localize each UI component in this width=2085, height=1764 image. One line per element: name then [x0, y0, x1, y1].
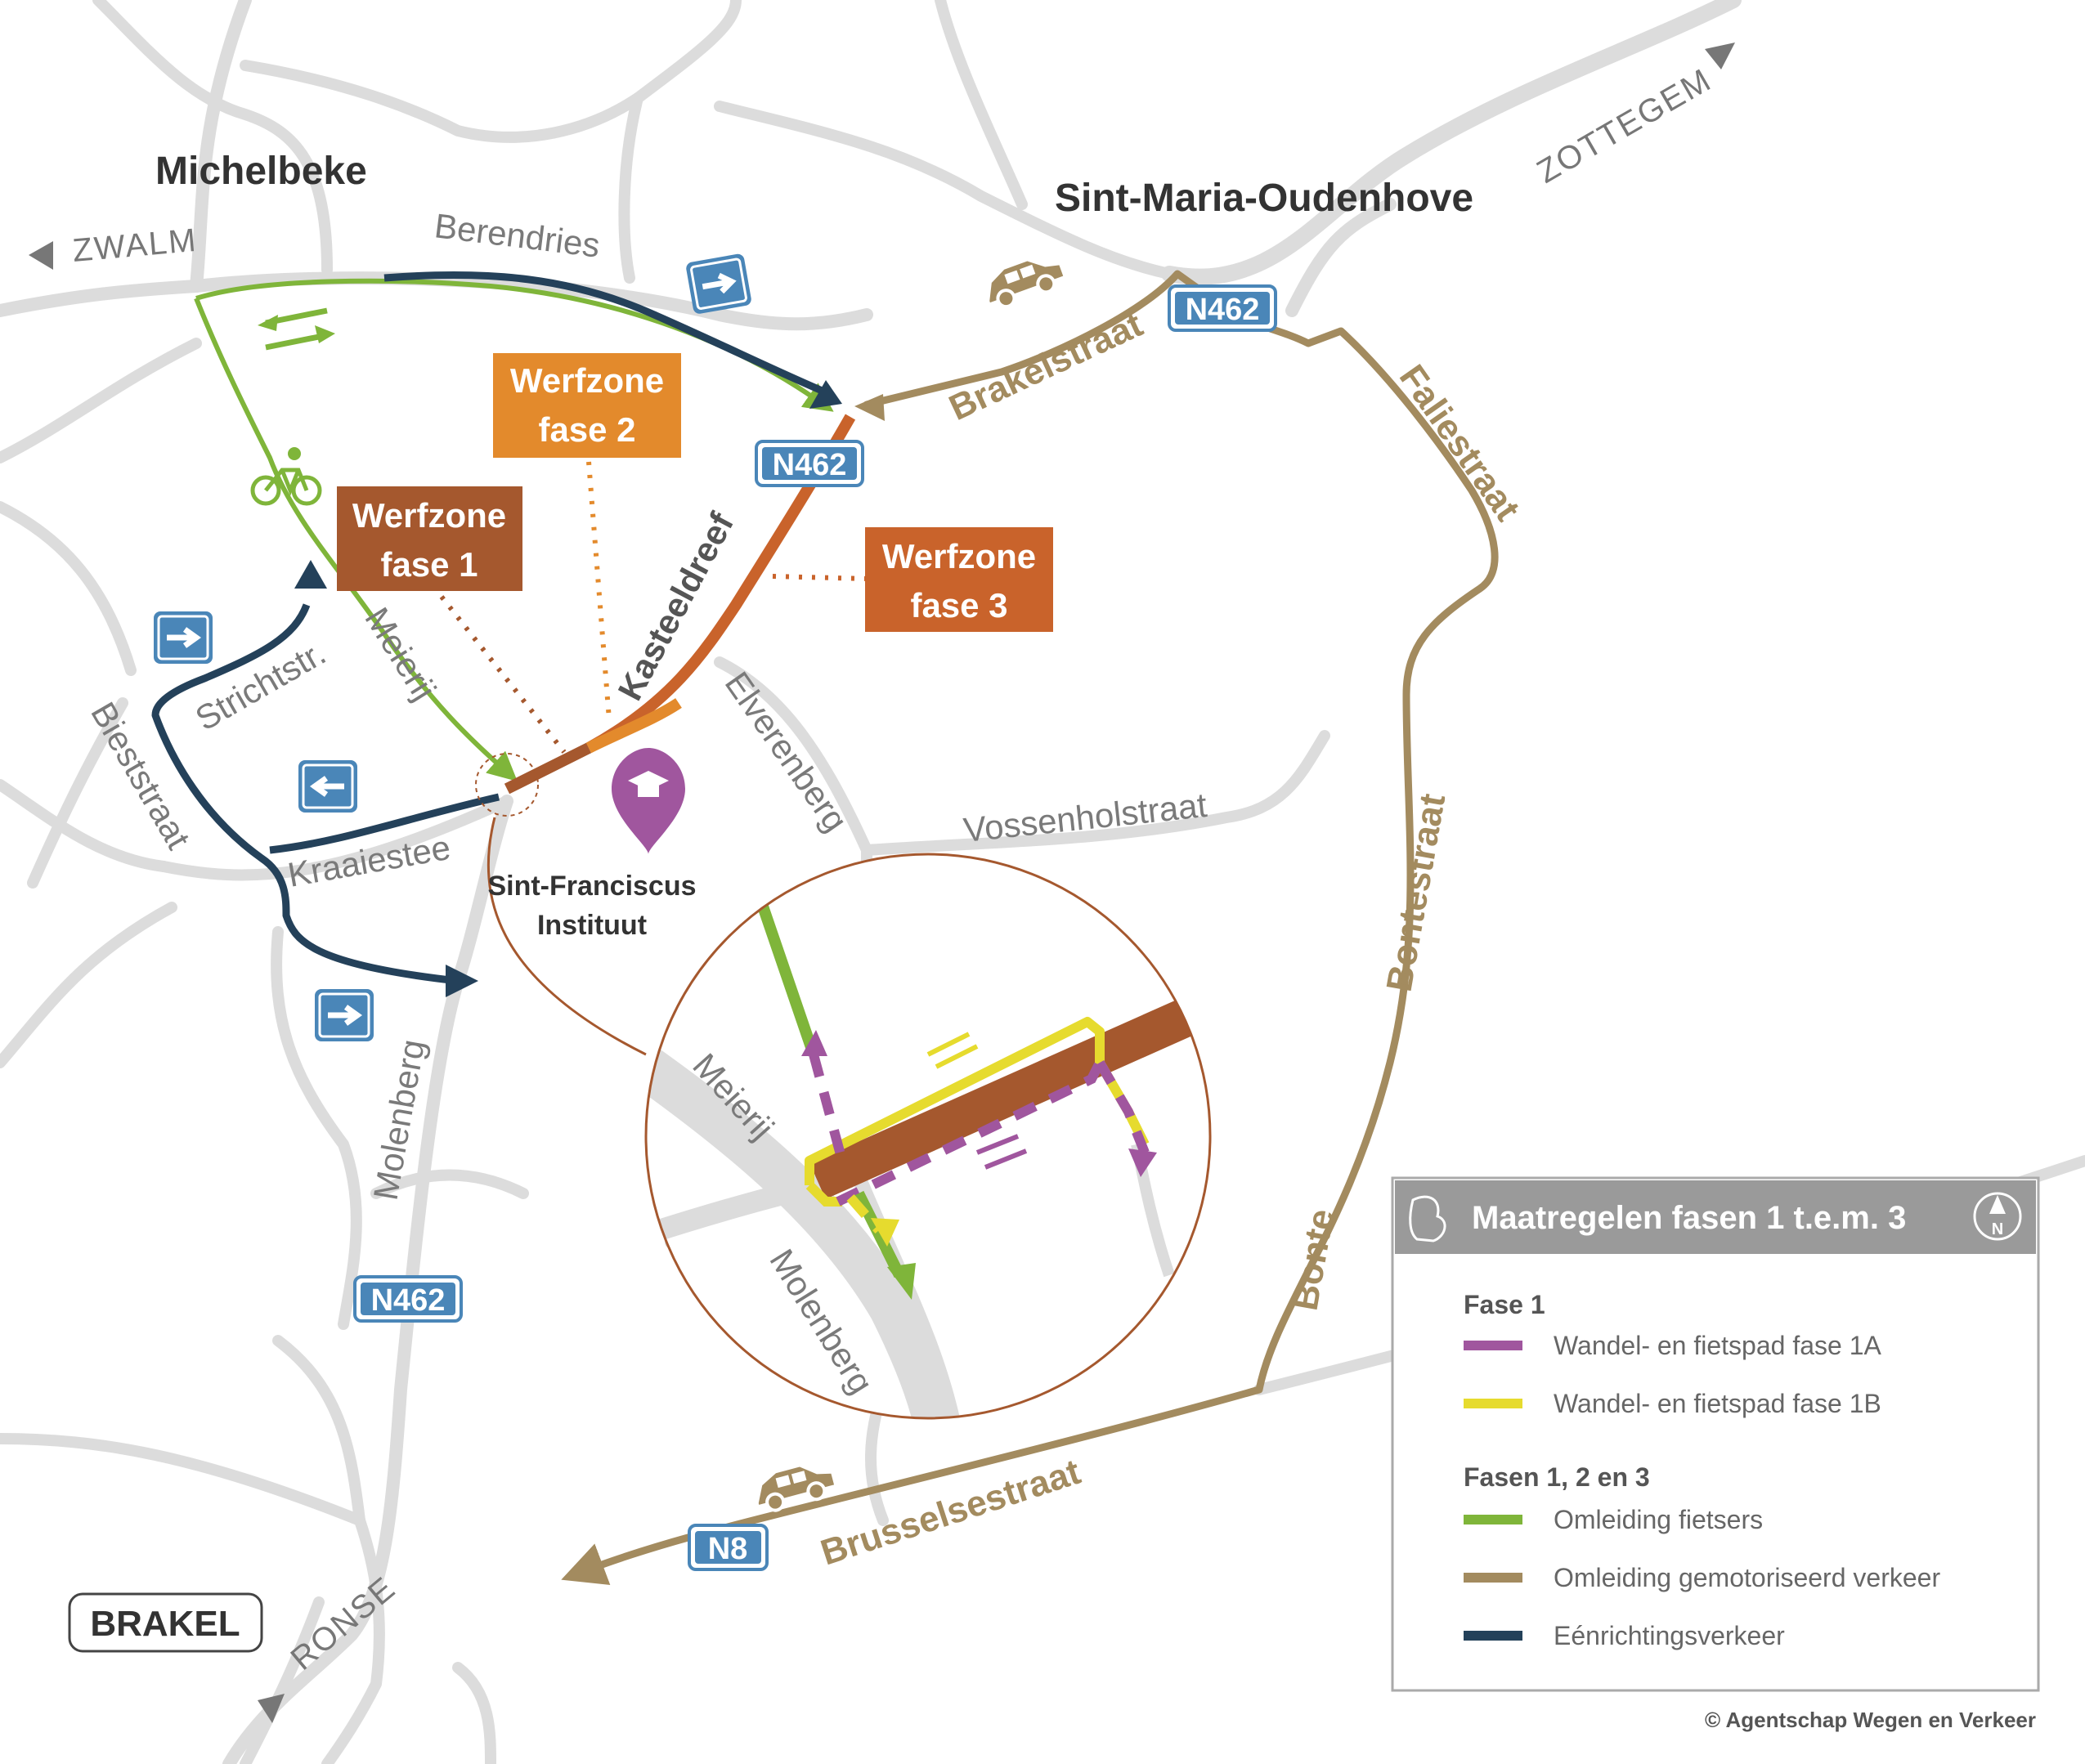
legend-item-bike: Omleiding fietsers — [1554, 1505, 1763, 1534]
route-shield-n462-low: N462 — [353, 1275, 463, 1323]
legend-title: Maatregelen fasen 1 t.e.m. 3 — [1472, 1200, 1906, 1236]
one-way-sign-berendries — [686, 253, 751, 314]
arrow-down-left-icon — [258, 1694, 285, 1723]
arrow-left-icon — [29, 241, 53, 270]
north-label: N — [1992, 1220, 2003, 1238]
poi-label-line1: Sint-Franciscus — [487, 871, 696, 902]
worksite-fase2-line2: fase 2 — [538, 410, 635, 449]
shield-n462-top-label: N462 — [1186, 293, 1260, 327]
shield-n462-low-label: N462 — [371, 1283, 446, 1318]
bicycle-icon — [250, 447, 322, 506]
shield-n462-mid-label: N462 — [773, 448, 847, 482]
inset-connector — [486, 817, 647, 1056]
worksite-fase3-line1: Werfzone — [882, 537, 1036, 575]
legend-item-1a: Wandel- en fietspad fase 1A — [1554, 1331, 1881, 1360]
two-way-bike-arrows — [258, 307, 335, 351]
shield-n8-label: N8 — [708, 1532, 748, 1566]
worksite-fase2-line1: Werfzone — [510, 361, 664, 400]
route-shield-n462-top: N462 — [1168, 284, 1277, 332]
arrow-up-right-icon — [1705, 43, 1735, 69]
worksite-fase3-line2: fase 3 — [910, 586, 1007, 625]
street-meierij: Meierij — [357, 601, 443, 707]
street-faliestraat: Faliestraat — [1392, 358, 1528, 529]
legend-group-fase1: Fase 1 — [1464, 1290, 1545, 1319]
one-way-sign-molenberg — [315, 989, 374, 1041]
one-way-sign-strichtstr — [154, 611, 213, 664]
place-brakel: BRAKEL — [68, 1592, 263, 1653]
one-way-sign-kraaiestee — [298, 760, 357, 813]
direction-zwalm: ZWALM — [29, 222, 199, 270]
place-brakel-label: BRAKEL — [90, 1604, 240, 1644]
copyright: © Agentschap Wegen en Verkeer — [1705, 1708, 2036, 1732]
legend-group-fasen: Fasen 1, 2 en 3 — [1464, 1462, 1650, 1492]
car-icon-top — [989, 261, 1064, 309]
direction-zwalm-label: ZWALM — [71, 222, 199, 269]
worksite-fase1-line2: fase 1 — [380, 545, 478, 584]
one-way-route — [151, 271, 842, 997]
street-elverenberg: Elverenberg — [718, 665, 855, 838]
route-shield-n462-mid: N462 — [755, 440, 864, 487]
school-poi-icon — [612, 748, 685, 854]
street-kraaiestee: Kraaiestee — [285, 828, 453, 894]
legend-item-motor: Omleiding gemotoriseerd verkeer — [1554, 1563, 1940, 1592]
legend-item-1b: Wandel- en fietspad fase 1B — [1554, 1389, 1881, 1418]
place-michelbeke: Michelbeke — [155, 150, 367, 193]
worksite-box-fase2: Werfzone fase 2 — [493, 353, 681, 458]
north-arrow-icon: N — [1973, 1192, 2022, 1241]
street-brakelstraat: Brakelstraat — [944, 304, 1150, 428]
street-berendries: Berendries — [433, 206, 602, 264]
street-bontestraat: Bontestraat — [1379, 790, 1454, 995]
worksite-fase1-line1: Werfzone — [352, 496, 506, 535]
legend-item-oneway: Eénrichtingsverkeer — [1554, 1621, 1785, 1650]
flemish-lion-icon — [1409, 1195, 1446, 1242]
route-shield-n8: N8 — [688, 1524, 769, 1571]
inset-detail: Meierij Molenberg — [644, 853, 1212, 1420]
poi-label-line2: Instituut — [537, 910, 647, 941]
direction-zottegem: ZOTTEGEM — [1531, 43, 1735, 190]
motorised-detour-route — [561, 270, 1499, 1585]
worksite-box-fase3: Werfzone fase 3 — [865, 527, 1053, 632]
street-bonte: Bonte — [1285, 1206, 1343, 1313]
place-sint-maria-oudenhove: Sint-Maria-Oudenhove — [1055, 177, 1473, 220]
car-icon-bottom — [758, 1466, 835, 1512]
legend: Maatregelen fasen 1 t.e.m. 3 N Fase 1 Wa… — [1391, 1176, 2040, 1692]
worksite-box-fase1: Werfzone fase 1 — [337, 486, 522, 591]
